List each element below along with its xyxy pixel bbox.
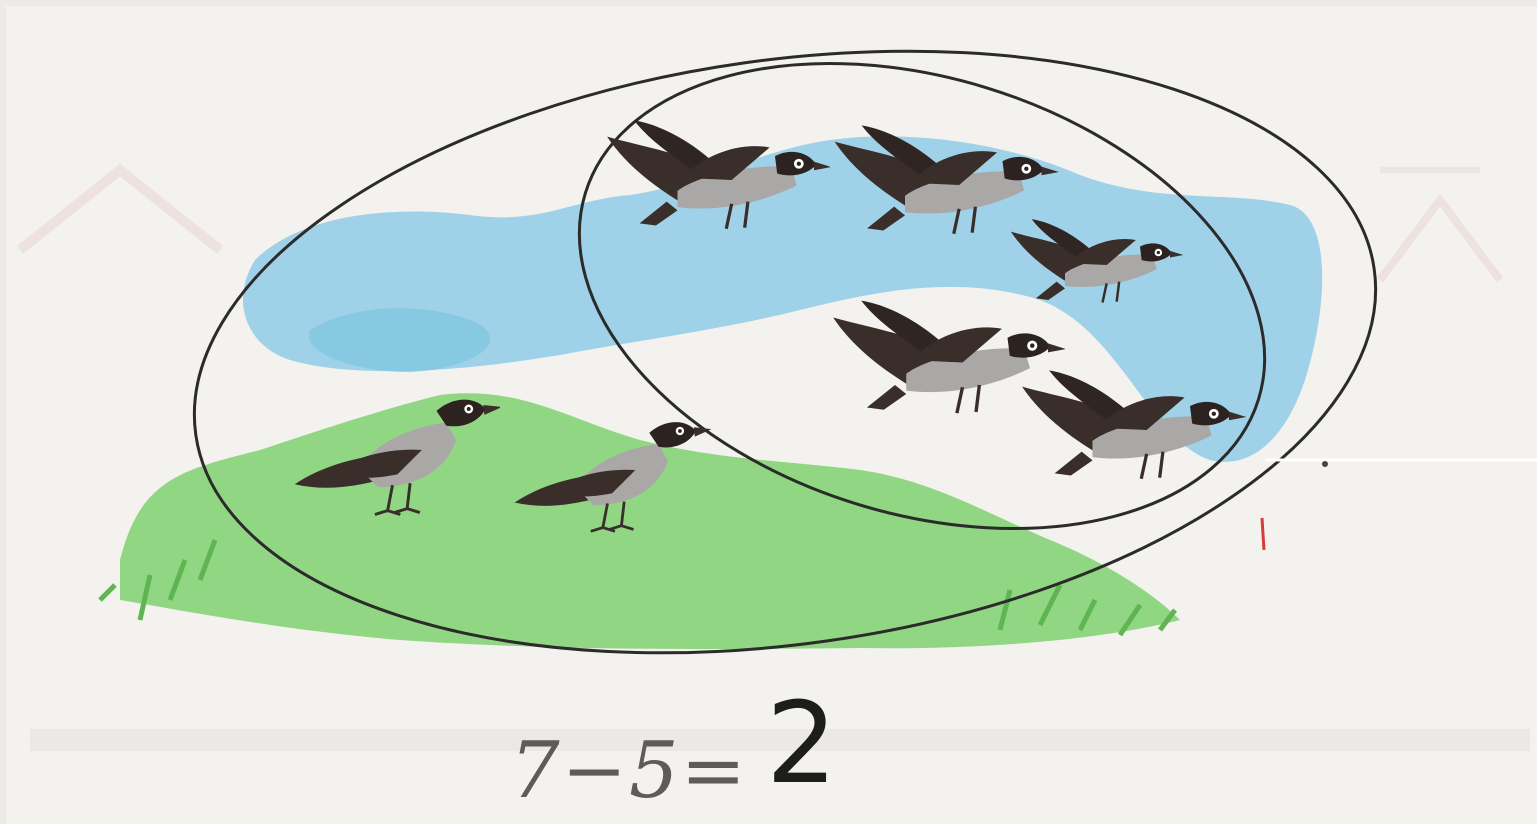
equation-minuend: 7 [510, 726, 562, 816]
equation-equals-sign: = [680, 726, 748, 816]
dot-mark [1322, 461, 1328, 467]
equation-subtrahend: 5 [629, 726, 681, 816]
equation-answer[interactable]: 2 [766, 679, 838, 809]
red-mark [1260, 517, 1266, 551]
background-sketch [16, 163, 1530, 751]
equation-minus-sign: − [561, 726, 629, 816]
subtraction-equation: 7 − 5 = 2 [510, 688, 837, 816]
inner-set-ellipse [577, 62, 1267, 530]
sky-wash [242, 136, 1323, 462]
grass [98, 393, 1180, 650]
outer-set-ellipse [192, 49, 1378, 655]
